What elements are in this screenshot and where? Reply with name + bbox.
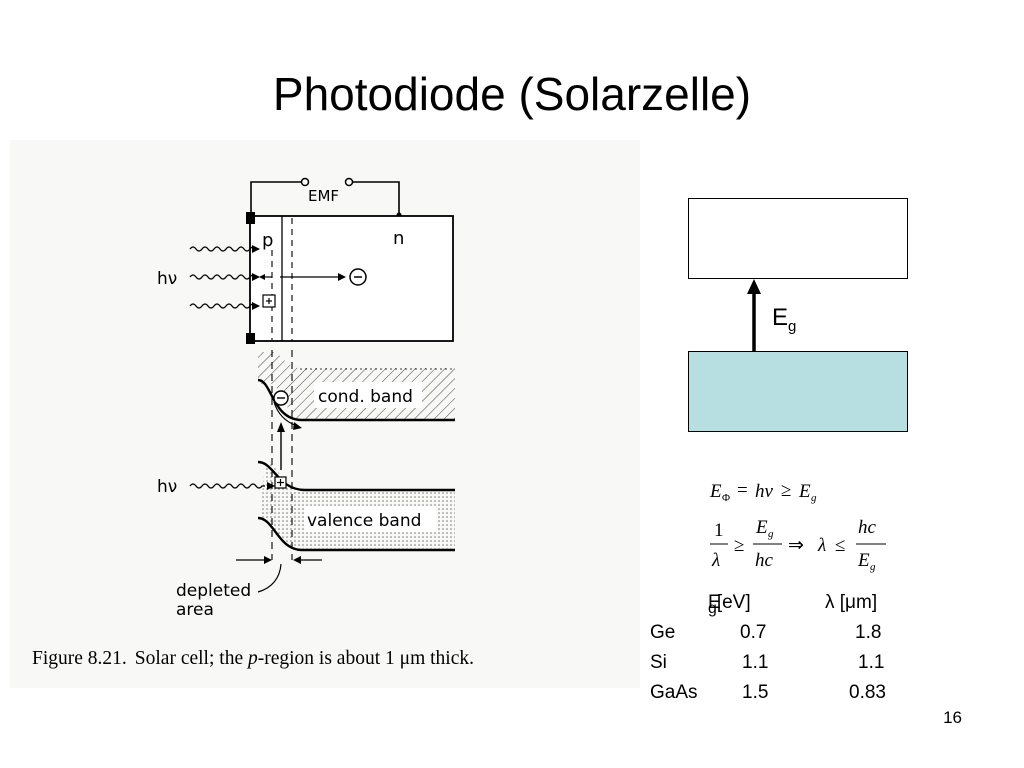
material-cell: Si (650, 652, 667, 673)
conduction-band-box (688, 198, 908, 279)
slide-title: Photodiode (Solarzelle) (272, 68, 752, 120)
svg-text:g: g (870, 561, 876, 573)
svg-text:E: E (798, 481, 811, 502)
wavelength-cell: 0.83 (849, 682, 886, 703)
figure-caption: Figure 8.21. Solar cell; the p-region is … (32, 648, 632, 670)
photon-label-bottom: hν (157, 477, 177, 497)
svg-text:E: E (709, 481, 722, 502)
material-cell: Ge (650, 622, 676, 643)
valence-band: valence band (257, 460, 455, 552)
energy-cell: 1.1 (742, 652, 769, 673)
band-gap-diagram: Eg (688, 198, 908, 434)
formula-drawing: E Φ = hν ≥ E g 1 λ ≥ E g hc ⇒ λ ≤ hc E g (709, 480, 886, 573)
valence-band-label: valence band (307, 511, 421, 531)
svg-text:≥: ≥ (734, 535, 744, 556)
svg-text:Φ: Φ (722, 492, 730, 504)
emf-circuit: EMF (250, 177, 402, 218)
svg-text:=: = (737, 480, 748, 501)
material-cell: GaAs (650, 682, 698, 703)
svg-text:E: E (857, 550, 870, 571)
wavelength-cell: 1.8 (855, 622, 882, 643)
svg-text:hν: hν (755, 481, 774, 502)
eg-label: Eg (772, 304, 797, 335)
formulas: E Φ = hν ≥ E g 1 λ ≥ E g hc ⇒ λ ≤ hc E g (708, 470, 908, 590)
energy-cell: 1.5 (742, 682, 769, 703)
header-wavelength: λ [μm] (825, 592, 878, 613)
svg-text:⇒: ⇒ (788, 535, 804, 556)
conduction-band: cond. band (257, 352, 455, 430)
gap-arrow (747, 279, 761, 351)
svg-text:hc: hc (858, 517, 877, 538)
caption-number: Figure 8.21. (32, 648, 127, 669)
svg-text:hc: hc (755, 550, 774, 571)
p-region-label: p (262, 230, 273, 251)
photon-label-top: hν (157, 269, 177, 289)
depleted-area-markers: depleted area (176, 556, 322, 620)
caption-italic: p (247, 648, 258, 669)
solar-cell-figure: EMF p n (10, 140, 640, 688)
wavelength-cell: 1.1 (858, 652, 885, 673)
page-number: 16 (943, 708, 962, 727)
depleted-label: depleted (176, 581, 251, 601)
solar-cell-drawing: EMF p n (157, 177, 455, 620)
svg-text:≤: ≤ (835, 535, 845, 556)
svg-text:λ: λ (711, 550, 720, 571)
emf-label: EMF (308, 187, 339, 205)
caption-text-end: -region is about 1 μm thick. (257, 648, 474, 669)
cond-band-label: cond. band (318, 387, 413, 407)
svg-text:≥: ≥ (781, 480, 791, 501)
device-block: p n (246, 212, 454, 344)
n-region-label: n (393, 228, 404, 249)
svg-text:λ: λ (817, 535, 826, 556)
svg-text:E: E (755, 517, 768, 538)
caption-text: Solar cell; the (134, 648, 248, 669)
photon-ray-bottom (189, 483, 265, 489)
depleted-area-label: area (176, 600, 214, 620)
svg-text:1: 1 (714, 520, 724, 541)
valence-band-box (688, 351, 908, 432)
energy-cell: 0.7 (740, 622, 767, 643)
photon-rays-top (189, 246, 259, 309)
svg-text:g: g (768, 528, 774, 540)
svg-text:g: g (811, 492, 817, 504)
